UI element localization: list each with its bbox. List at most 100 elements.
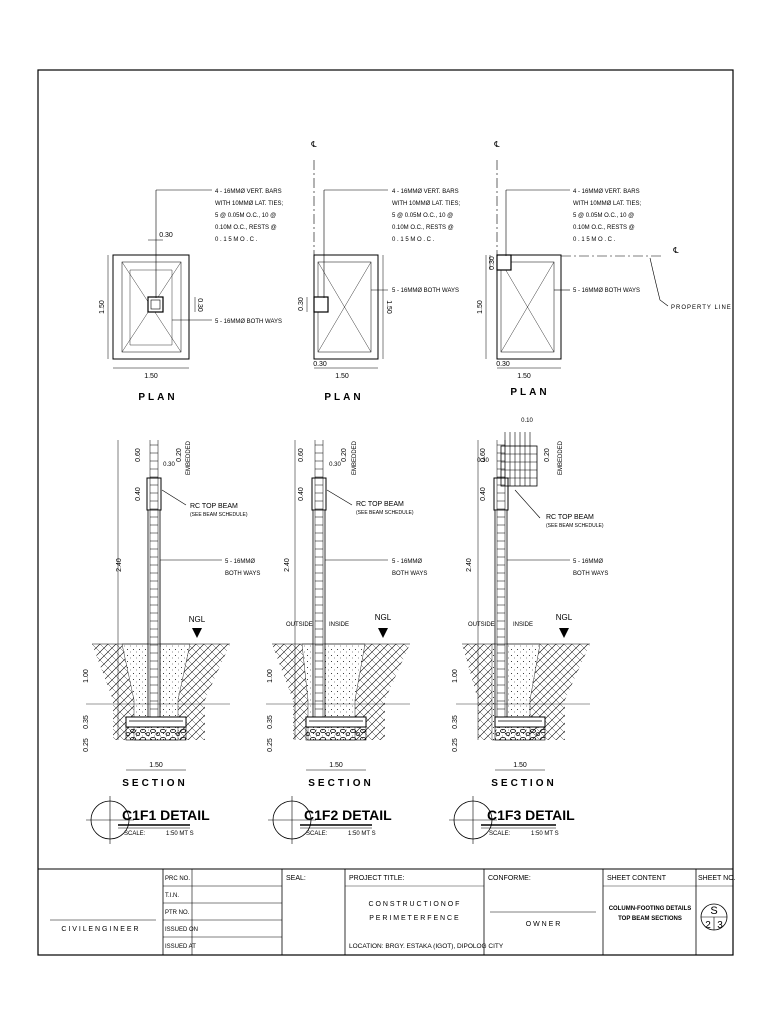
tb-sheet-content-2: TOP BEAM SECTIONS bbox=[618, 916, 682, 922]
plan1-both-ways-note: 5 - 16MMØ BOTH WAYS bbox=[215, 319, 282, 325]
sec1-embedded: EMBEDDED bbox=[186, 440, 192, 475]
plan3-centerline: ℄ bbox=[493, 140, 500, 149]
tb-sheet-letter: S bbox=[710, 905, 717, 917]
plan3-dim-150-h: 1.50 bbox=[517, 373, 531, 380]
detail-title-c1f2 bbox=[268, 796, 372, 844]
sec3-dim-030: 0.30 bbox=[477, 458, 489, 464]
sec2-bars-note-2: BOTH WAYS bbox=[392, 571, 427, 577]
svg-text:5 @ 0.05M O.C., 10 @: 5 @ 0.05M O.C., 10 @ bbox=[215, 213, 276, 219]
tb-project-title-1: C O N S T R U C T I O N O F bbox=[369, 901, 460, 908]
tb-sheet-no-label: SHEET NO. bbox=[698, 875, 736, 882]
plan3-both-ways-note: 5 - 16MMØ BOTH WAYS bbox=[573, 288, 640, 294]
tb-civil-engineer: C I V I L E N G I N E E R bbox=[61, 926, 138, 933]
plan1-dim-030-side: 0.30 bbox=[196, 298, 203, 312]
tb-issued-on: ISSUED ON bbox=[165, 927, 198, 933]
sec2-dim-240: 2.40 bbox=[284, 558, 291, 572]
plan-c1f1 bbox=[107, 189, 212, 369]
plan-c1f2 bbox=[306, 160, 388, 369]
sec3-dim-240: 2.40 bbox=[466, 558, 473, 572]
plan2-dim-150-v: 1.50 bbox=[385, 300, 392, 314]
sec3-dim-020: 0.20 bbox=[544, 448, 551, 462]
plan1-dim-150-h: 1.50 bbox=[144, 373, 158, 380]
section-c1f1 bbox=[86, 440, 230, 771]
detail-c1f2-scale-value: 1:50 MT S bbox=[348, 831, 376, 837]
detail-c1f3-scale-label: SCALE: bbox=[489, 831, 511, 837]
sec3-dim-025: 0.25 bbox=[452, 738, 459, 752]
tb-project-title-2: P E R I M E T E R F E N C E bbox=[369, 915, 459, 922]
sec1-label: SECTION bbox=[122, 778, 187, 789]
plan3-vert-bars-note: 4 - 16MMØ VERT. BARS WITH 10MMØ LAT. TIE… bbox=[573, 189, 641, 243]
detail-title-c1f1 bbox=[86, 796, 190, 844]
svg-text:WITH 10MMØ LAT. TIES;: WITH 10MMØ LAT. TIES; bbox=[392, 201, 460, 207]
sec3-embedded: EMBEDDED bbox=[558, 440, 564, 475]
svg-text:0 . 1 5 M O . C .: 0 . 1 5 M O . C . bbox=[573, 237, 616, 243]
sec2-dim-030: 0.30 bbox=[329, 462, 341, 468]
sec3-rc-top-beam: RC TOP BEAM bbox=[546, 514, 594, 521]
tb-project-title-label: PROJECT TITLE: bbox=[349, 875, 404, 882]
tb-sheet-content-label: SHEET CONTENT bbox=[607, 875, 667, 882]
plan2-dim-150-h: 1.50 bbox=[335, 373, 349, 380]
sec2-dim-040: 0.40 bbox=[298, 487, 305, 501]
svg-text:5 @ 0.05M O.C., 10 @: 5 @ 0.05M O.C., 10 @ bbox=[573, 213, 634, 219]
plan-c1f3 bbox=[485, 160, 669, 369]
sec1-rc-top-beam: RC TOP BEAM bbox=[190, 503, 238, 510]
detail-c1f2-scale-label: SCALE: bbox=[306, 831, 328, 837]
plan2-dim-030: 0.30 bbox=[313, 361, 327, 368]
svg-text:4 - 16MMØ VERT. BARS: 4 - 16MMØ VERT. BARS bbox=[573, 189, 640, 195]
sec3-ngl: NGL bbox=[556, 613, 573, 622]
svg-text:5 @ 0.05M O.C., 10 @: 5 @ 0.05M O.C., 10 @ bbox=[392, 213, 453, 219]
plan1-dim-030: 0.30 bbox=[159, 232, 173, 239]
tb-location: LOCATION: BRGY. ESTAKA (IGOT), DIPOLOG C… bbox=[349, 943, 504, 950]
detail-title-c1f2-text: C1F2 DETAIL bbox=[304, 807, 392, 823]
sec2-dim-020: 0.20 bbox=[341, 448, 348, 462]
sec3-bars-note-1: 5 - 16MMØ bbox=[573, 559, 603, 565]
svg-text:0.10M O.C., RESTS @: 0.10M O.C., RESTS @ bbox=[392, 225, 454, 231]
plan1-dim-150-v: 1.50 bbox=[99, 300, 106, 314]
sheet-border bbox=[37, 69, 734, 956]
plan2-label: PLAN bbox=[324, 392, 363, 403]
tb-tin: T.I.N. bbox=[165, 893, 179, 899]
detail-title-c1f1-text: C1F1 DETAIL bbox=[122, 807, 210, 823]
plan1-label: PLAN bbox=[138, 392, 177, 403]
sec1-dim-240: 2.40 bbox=[116, 558, 123, 572]
sec1-dim-025: 0.25 bbox=[83, 738, 90, 752]
plan3-property-line-note: PROPERTY LINE bbox=[671, 305, 732, 311]
sec2-dim-060: 0.60 bbox=[298, 448, 305, 462]
sec1-bars-note-2: BOTH WAYS bbox=[225, 571, 260, 577]
sec2-ngl: NGL bbox=[375, 613, 392, 622]
svg-text:4 - 16MMØ VERT. BARS: 4 - 16MMØ VERT. BARS bbox=[215, 189, 282, 195]
sec2-label: SECTION bbox=[308, 778, 373, 789]
tb-sheet-num: 2 bbox=[705, 920, 711, 931]
sec3-inside: INSIDE bbox=[513, 622, 533, 628]
detail-title-c1f3 bbox=[449, 796, 556, 844]
svg-text:WITH 10MMØ LAT. TIES;: WITH 10MMØ LAT. TIES; bbox=[215, 201, 283, 207]
tb-seal: SEAL: bbox=[286, 875, 306, 882]
sec2-see-beam-schedule: (SEE BEAM SCHEDULE) bbox=[356, 510, 414, 516]
sec3-dim-035: 0.35 bbox=[452, 715, 459, 729]
title-block bbox=[38, 868, 733, 955]
sec1-dim-040: 0.40 bbox=[135, 487, 142, 501]
sec2-bars-note-1: 5 - 16MMØ bbox=[392, 559, 422, 565]
sec3-label: SECTION bbox=[491, 778, 556, 789]
svg-text:0 . 1 5 M O . C .: 0 . 1 5 M O . C . bbox=[392, 237, 435, 243]
svg-text:0 . 1 5 M O . C .: 0 . 1 5 M O . C . bbox=[215, 237, 258, 243]
svg-text:0.10M O.C., RESTS @: 0.10M O.C., RESTS @ bbox=[573, 225, 635, 231]
svg-text:WITH 10MMØ LAT. TIES;: WITH 10MMØ LAT. TIES; bbox=[573, 201, 641, 207]
sec1-dim-035: 0.35 bbox=[83, 715, 90, 729]
sec1-dim-060: 0.60 bbox=[135, 448, 142, 462]
sec3-dim-100: 1.00 bbox=[452, 669, 459, 683]
sec3-dim-060: 0.60 bbox=[480, 448, 487, 462]
sec2-outside: OUTSIDE bbox=[286, 622, 313, 628]
sec3-dim-150: 1.50 bbox=[513, 762, 527, 769]
sec1-dim-150: 1.50 bbox=[149, 762, 163, 769]
sec3-bars-note-2: BOTH WAYS bbox=[573, 571, 608, 577]
sec2-dim-025: 0.25 bbox=[267, 738, 274, 752]
sec2-embedded: EMBEDDED bbox=[352, 440, 358, 475]
section-c1f3 bbox=[456, 432, 590, 771]
detail-title-c1f3-text: C1F3 DETAIL bbox=[487, 807, 575, 823]
tb-prc-no: PRC NO. bbox=[165, 876, 190, 882]
plan3-dim-030-side: 0.30 bbox=[489, 256, 496, 270]
sec1-ngl: NGL bbox=[189, 615, 206, 624]
plan2-vert-bars-note: 4 - 16MMØ VERT. BARS WITH 10MMØ LAT. TIE… bbox=[392, 189, 460, 243]
